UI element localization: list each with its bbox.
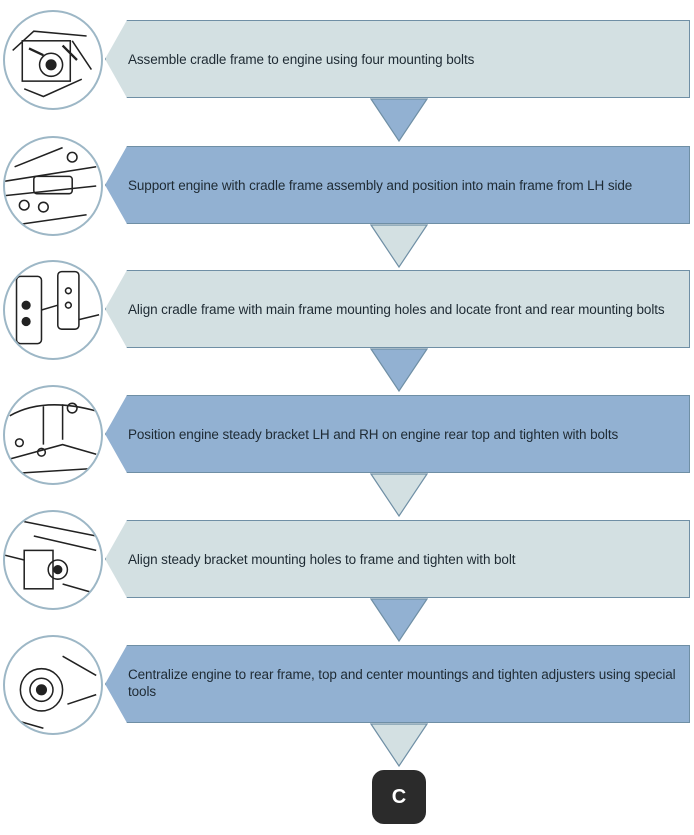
step-4-text: Position engine steady bracket LH and RH… xyxy=(128,427,619,442)
step-1-box xyxy=(105,20,690,98)
step-2-text: Support engine with cradle frame assembl… xyxy=(128,178,633,193)
step-1-text: Assemble cradle frame to engine using fo… xyxy=(128,52,475,67)
step-6-text: Centralize engine to rear frame, top and… xyxy=(128,667,676,699)
bracket-bolt-icon xyxy=(3,510,103,610)
flow-arrow-2 xyxy=(370,224,428,268)
step-3-text: Align cradle frame with main frame mount… xyxy=(128,302,665,317)
flow-arrow-4 xyxy=(370,473,428,517)
flow-arrow-5 xyxy=(370,598,428,642)
steady-bracket-icon xyxy=(3,385,103,485)
step-3-box xyxy=(105,270,690,348)
flow-arrow-1 xyxy=(370,98,428,142)
main-frame-mount-icon xyxy=(3,136,103,236)
step-4-box xyxy=(105,395,690,473)
flow-arrow-3 xyxy=(370,348,428,392)
step-5-text: Align steady bracket mounting holes to f… xyxy=(128,552,516,567)
mounting-holes-icon xyxy=(3,260,103,360)
continuation-connector-c: C xyxy=(372,770,426,824)
step-5-box xyxy=(105,520,690,598)
engine-adjuster-icon xyxy=(3,635,103,735)
step-6-box xyxy=(105,645,690,723)
engine-cradle-frame-icon xyxy=(3,10,103,110)
step-2-box xyxy=(105,146,690,224)
flow-arrow-6 xyxy=(370,723,428,767)
